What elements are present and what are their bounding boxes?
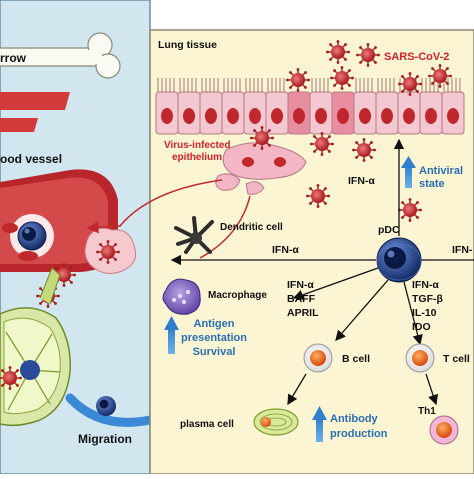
- mediator-left-3: APRIL: [287, 307, 319, 319]
- sars-virus-icon: [355, 42, 381, 68]
- mediator-left-1: IFN-α: [287, 279, 314, 291]
- antiviral-label-2: state: [419, 178, 445, 190]
- t-cell-icon: [405, 343, 435, 373]
- lung-tissue-label: Lung tissue: [158, 39, 217, 51]
- antigen-label-1: Antigen: [194, 318, 235, 330]
- virus-icon: [249, 125, 275, 151]
- ifn-alpha-top-label: IFN-α: [348, 175, 375, 187]
- migration-label: Migration: [78, 432, 132, 446]
- th1-cell-icon: [429, 415, 459, 445]
- arrow-to-plasma: [287, 373, 307, 406]
- infected-epithelium-label-2: epithelium: [172, 152, 222, 163]
- virus-icon: [305, 183, 331, 209]
- infected-cell-icon: [84, 227, 137, 274]
- b-cell-label: B cell: [342, 353, 370, 365]
- t-cell-label: T cell: [443, 353, 470, 365]
- virus-icon: [351, 137, 377, 163]
- up-arrow-icon: [312, 406, 327, 442]
- mediator-left-2: BAFF: [287, 293, 316, 305]
- blood-vessel-label: ood vessel: [0, 152, 62, 166]
- dendritic-cell-label: Dendritic cell: [220, 222, 283, 233]
- sars-label: SARS-CoV-2: [384, 51, 449, 63]
- plasma-cell-label: plasma cell: [180, 419, 234, 430]
- infected-epithelium-icon: [215, 142, 307, 195]
- virus-icon: [397, 71, 423, 97]
- macrophage-icon: [162, 278, 201, 315]
- dendritic-cell-icon: [174, 216, 214, 254]
- bone-icon: [0, 32, 121, 79]
- antibody-label-2: production: [330, 428, 388, 440]
- arrow-to-b-cell: [335, 279, 389, 341]
- th1-label: Th1: [418, 406, 436, 417]
- antigen-label-2: presentation: [181, 332, 247, 344]
- arrow-to-macrophage: [292, 267, 379, 300]
- pdc-label: pDC: [378, 224, 400, 236]
- antigen-label-3: Survival: [193, 346, 236, 358]
- infected-epithelium-label-1: Virus-infected: [164, 140, 231, 151]
- pdc-cell-icon: [376, 237, 422, 283]
- red-arrow-to-vessel: [86, 179, 223, 234]
- epithelium-layer: [155, 78, 465, 135]
- macrophage-label: Macrophage: [208, 290, 267, 301]
- marrow-label: rrow: [0, 51, 27, 65]
- ifn-right-label: IFN-: [452, 244, 473, 256]
- b-cell-icon: [303, 343, 333, 373]
- virus-icon: [325, 39, 351, 65]
- arrow-to-th1: [425, 373, 439, 406]
- mediator-right-3: IL-10: [412, 307, 437, 319]
- up-arrow-icon: [164, 316, 179, 354]
- virus-icon: [427, 63, 453, 89]
- virus-icon: [285, 67, 311, 93]
- antiviral-label-1: Antiviral: [419, 165, 463, 177]
- up-arrow-icon: [401, 156, 416, 188]
- virus-icon: [309, 131, 335, 157]
- virus-icon: [329, 65, 355, 91]
- antibody-label-1: Antibody: [330, 413, 379, 425]
- ifn-alpha-left-label: IFN-α: [272, 244, 299, 256]
- mediator-right-2: TGF-β: [412, 293, 443, 305]
- mediator-right-1: IFN-α: [412, 279, 439, 291]
- plasma-cell-icon: [253, 408, 299, 436]
- virus-icon: [397, 197, 423, 223]
- red-arrow-curve: [199, 195, 251, 259]
- arrow-to-t-cell: [403, 281, 423, 346]
- vessel-streak-icon: [0, 92, 70, 132]
- lymph-node-icon: [0, 267, 71, 427]
